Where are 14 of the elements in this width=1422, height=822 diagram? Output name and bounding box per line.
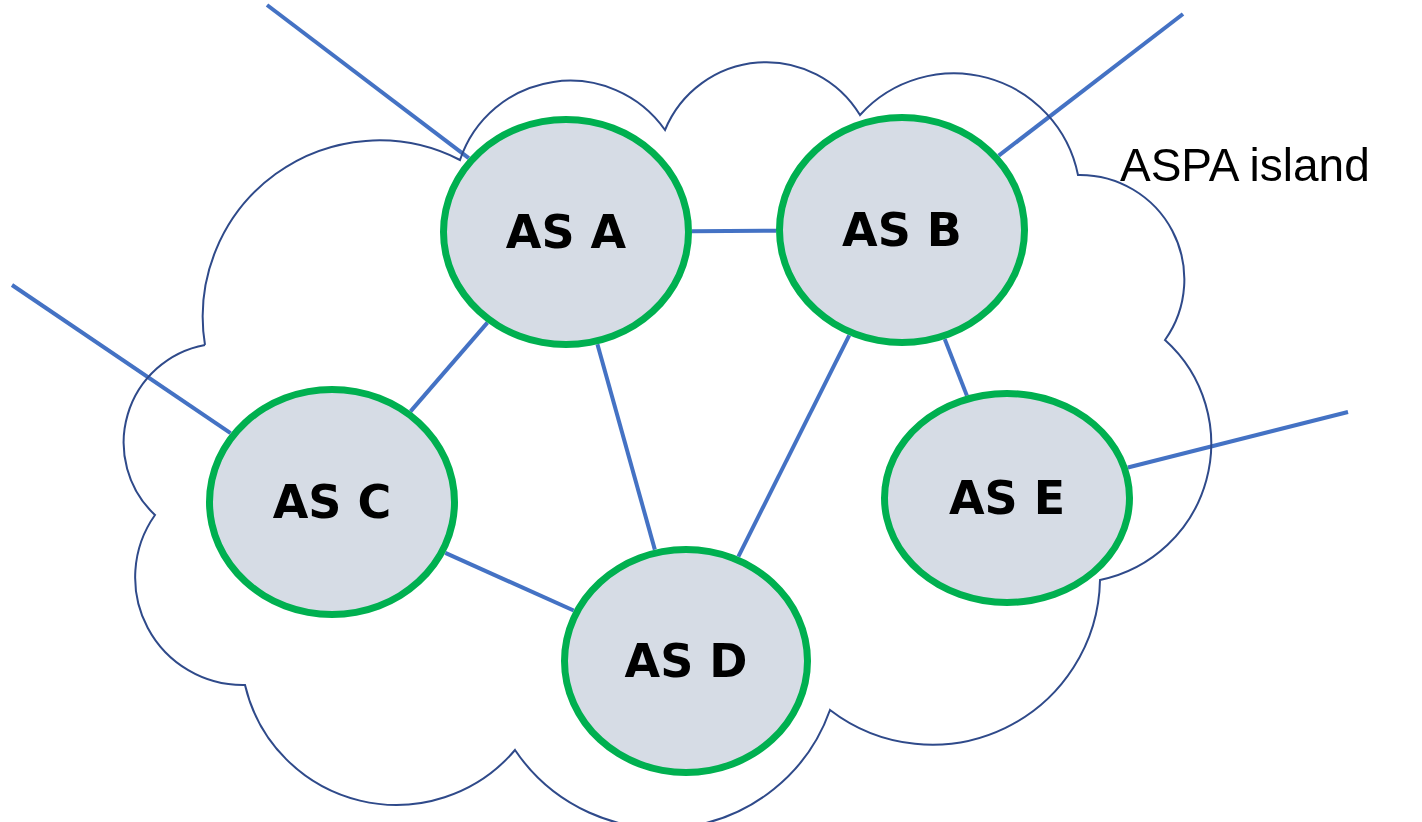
- link-line: [692, 228, 776, 234]
- as-label: AS B: [842, 203, 962, 257]
- as-label: AS D: [624, 634, 748, 688]
- as-label: AS E: [948, 471, 1066, 525]
- link-line: [10, 283, 232, 435]
- link-line: [444, 551, 575, 613]
- cloud-title: ASPA island: [1120, 138, 1370, 192]
- as-label: AS A: [505, 205, 627, 259]
- link-line: [265, 3, 470, 160]
- link-line: [1127, 410, 1349, 470]
- link-line: [997, 12, 1185, 158]
- as-label: AS C: [272, 475, 392, 529]
- link-line: [595, 343, 657, 551]
- link-line: [409, 321, 489, 413]
